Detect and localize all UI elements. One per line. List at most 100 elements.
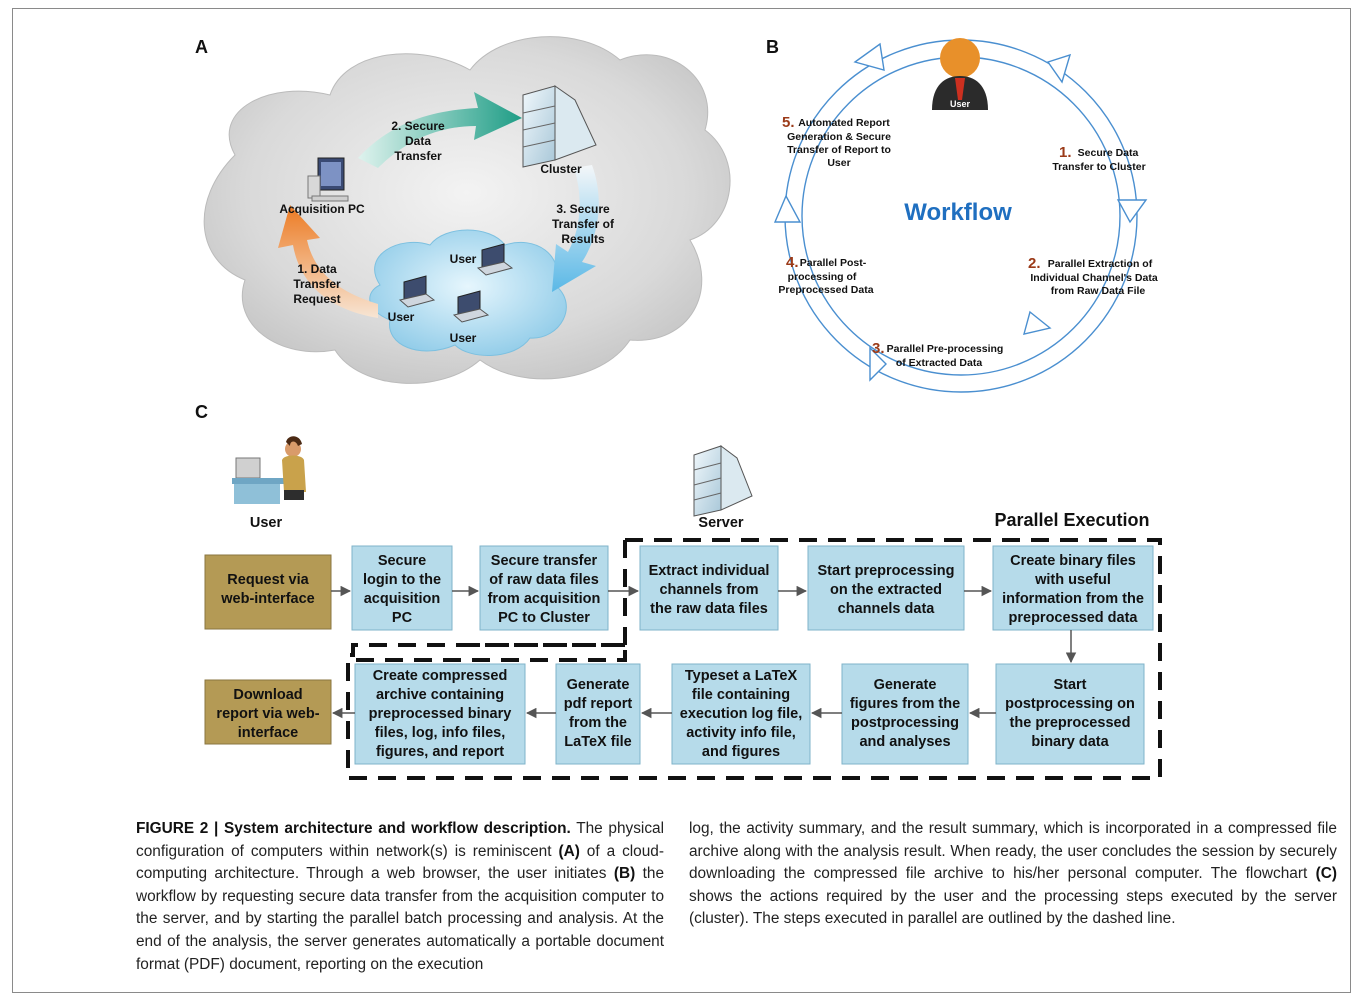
user-label: User xyxy=(450,331,477,345)
svg-text:Parallel Post-: Parallel Post- xyxy=(800,257,867,269)
figure-caption: FIGURE 2 | System architecture and workf… xyxy=(0,818,1355,998)
svg-text:execution log file,: execution log file, xyxy=(680,706,802,722)
parallel-execution-label: Parallel Execution xyxy=(994,510,1149,530)
svg-text:Transfer of Report to: Transfer of Report to xyxy=(787,144,891,156)
diagram: A Acquisition PC Cluster 2. Secure Data … xyxy=(195,36,1162,780)
secure-data-transfer-arrow xyxy=(358,92,522,168)
caption-text: The physical configuration of computers … xyxy=(136,820,664,860)
svg-text:5.: 5. xyxy=(782,114,795,131)
svg-text:from the: from the xyxy=(569,715,627,731)
svg-text:PC: PC xyxy=(392,610,413,626)
user-avatar xyxy=(932,38,988,110)
workflow-title: Workflow xyxy=(904,199,1012,226)
svg-text:pdf report: pdf report xyxy=(564,696,633,712)
caption-column-right: log, the activity summary, and the resul… xyxy=(689,818,1337,931)
svg-text:Parallel Extraction of: Parallel Extraction of xyxy=(1048,258,1153,270)
caption-text: shows the actions required by the user a… xyxy=(689,887,1337,928)
svg-text:2.: 2. xyxy=(1028,255,1041,272)
flow-box-start-preprocessing: Start preprocessing on the extracted cha… xyxy=(807,545,965,631)
user-avatar-label: User xyxy=(950,99,971,109)
step1-label: 1. Data Transfer Request xyxy=(293,262,341,306)
caption-title: FIGURE 2 | System architecture and workf… xyxy=(136,820,571,837)
download-box-text: report via web- xyxy=(216,706,319,722)
svg-text:Transfer: Transfer xyxy=(293,277,341,291)
svg-text:Transfer of: Transfer of xyxy=(552,217,615,231)
user-at-computer-icon xyxy=(232,436,306,504)
svg-text:4.: 4. xyxy=(786,254,799,271)
step2-label: 2. Secure Data Transfer xyxy=(391,119,445,163)
svg-text:postprocessing on: postprocessing on xyxy=(1005,696,1135,712)
svg-text:Individual Channel's Data: Individual Channel's Data xyxy=(1030,272,1158,284)
svg-text:channels data: channels data xyxy=(838,601,936,617)
flow-box-create-binary: Create binary files with useful informat… xyxy=(992,545,1154,631)
request-box-text: web-interface xyxy=(220,591,314,607)
blue-cloud xyxy=(369,229,567,356)
svg-text:acquisition: acquisition xyxy=(364,591,441,607)
svg-text:Secure Data: Secure Data xyxy=(1078,147,1139,159)
workflow-step-4: 4. Parallel Post- processing of Preproce… xyxy=(778,254,873,296)
svg-text:Transfer to Cluster: Transfer to Cluster xyxy=(1052,161,1145,173)
svg-text:preprocessed binary: preprocessed binary xyxy=(369,706,512,722)
caption-text: log, the activity summary, and the resul… xyxy=(689,820,1337,883)
figure-frame xyxy=(12,8,1351,993)
parallel-dashed-outline xyxy=(346,538,1162,780)
flow-box-generate-pdf: Generate pdf report from the LaTeX file xyxy=(555,663,641,765)
laptop-icon xyxy=(452,290,490,323)
svg-text:from Raw Data File: from Raw Data File xyxy=(1051,285,1146,297)
laptop-icon xyxy=(476,243,514,276)
caption-ref: (B) xyxy=(613,865,636,883)
download-box-text: Download xyxy=(233,687,302,703)
svg-text:figures, and report: figures, and report xyxy=(376,744,504,760)
svg-text:Parallel Pre-processing: Parallel Pre-processing xyxy=(887,343,1004,355)
svg-text:channels from: channels from xyxy=(659,582,758,598)
workflow-step-2: 2. Parallel Extraction of Individual Cha… xyxy=(1028,255,1158,297)
svg-text:archive containing: archive containing xyxy=(376,687,504,703)
server-icon xyxy=(693,445,753,517)
step3-label: 3. Secure Transfer of Results xyxy=(552,202,615,246)
workflow-step-1: 1. Secure Data Transfer to Cluster xyxy=(1052,144,1145,173)
svg-text:on the extracted: on the extracted xyxy=(830,582,942,598)
workflow-step-5: 5. Automated Report Generation & Secure … xyxy=(782,114,891,169)
svg-text:3. Secure: 3. Secure xyxy=(556,202,610,216)
flow-box-typeset-latex: Typeset a LaTeX file containing executio… xyxy=(671,663,811,765)
svg-text:Generate: Generate xyxy=(874,677,937,693)
acquisition-pc-icon xyxy=(307,157,349,202)
cycle-arrow-heads xyxy=(773,42,1148,382)
caption-column-left: FIGURE 2 | System architecture and workf… xyxy=(136,818,664,976)
flow-arrows xyxy=(331,585,1077,719)
server-label: Server xyxy=(698,515,744,531)
svg-text:2. Secure: 2. Secure xyxy=(391,119,445,133)
panel-c-letter: C xyxy=(195,402,208,422)
cluster-server-icon xyxy=(522,85,597,168)
svg-text:figures from the: figures from the xyxy=(850,696,960,712)
svg-text:Create binary files: Create binary files xyxy=(1010,553,1136,569)
svg-text:the raw data files: the raw data files xyxy=(650,601,768,617)
svg-text:of Extracted Data: of Extracted Data xyxy=(896,357,983,369)
flow-box-create-archive: Create compressed archive containing pre… xyxy=(354,663,526,765)
caption-ref: (A) xyxy=(558,842,580,860)
user-label-c: User xyxy=(250,515,283,531)
flow-box-secure-transfer: Secure transfer of raw data files from a… xyxy=(479,545,609,631)
svg-text:information from the: information from the xyxy=(1002,591,1144,607)
svg-text:PC to Cluster: PC to Cluster xyxy=(498,610,590,626)
svg-text:Results: Results xyxy=(561,232,605,246)
svg-text:Secure transfer: Secure transfer xyxy=(491,553,598,569)
svg-text:Transfer: Transfer xyxy=(394,149,442,163)
svg-text:postprocessing: postprocessing xyxy=(851,715,959,731)
svg-text:Automated Report: Automated Report xyxy=(798,117,890,129)
panel-a-letter: A xyxy=(195,37,208,57)
svg-text:activity info file,: activity info file, xyxy=(686,725,796,741)
panel-b-letter: B xyxy=(766,37,779,57)
caption-ref: (C) xyxy=(1315,865,1337,883)
svg-text:Request: Request xyxy=(293,292,340,306)
svg-text:files, log, info files,: files, log, info files, xyxy=(375,725,506,741)
request-box xyxy=(204,554,332,630)
download-box-text: interface xyxy=(238,725,298,741)
svg-text:Generation & Secure: Generation & Secure xyxy=(787,131,891,143)
svg-text:and analyses: and analyses xyxy=(859,734,950,750)
user-label: User xyxy=(450,252,477,266)
cluster-label: Cluster xyxy=(540,162,582,176)
workflow-step-3: 3. Parallel Pre-processing of Extracted … xyxy=(872,340,1003,369)
svg-text:Typeset a LaTeX: Typeset a LaTeX xyxy=(685,668,798,684)
svg-text:3.: 3. xyxy=(872,340,885,357)
